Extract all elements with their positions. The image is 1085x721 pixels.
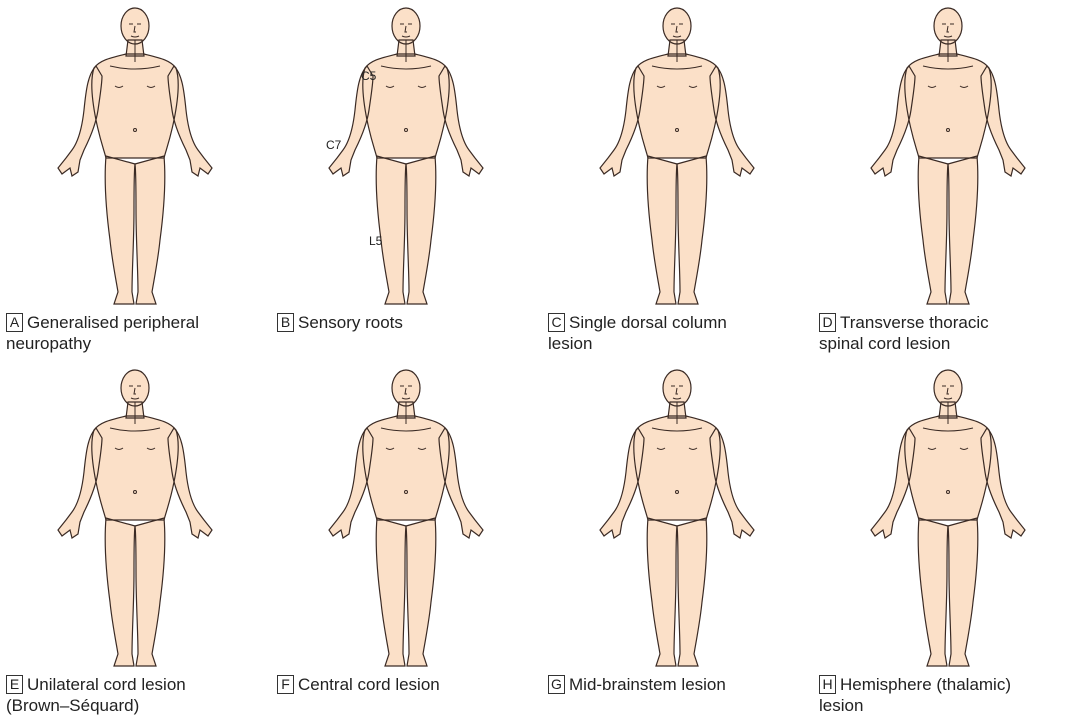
caption-letter-a: A (6, 313, 23, 332)
caption-letter-d: D (819, 313, 836, 332)
body-figure-e (0, 362, 271, 672)
body-figure-d (813, 0, 1084, 310)
caption-letter-h: H (819, 675, 836, 694)
body-figure-f (271, 362, 542, 672)
caption-line1-f: Central cord lesion (298, 675, 440, 694)
caption-letter-e: E (6, 675, 23, 694)
caption-line1-g: Mid-brainstem lesion (569, 675, 726, 694)
body-figure-a (0, 0, 271, 310)
caption-line1-d: Transverse thoracic (840, 313, 989, 332)
root-label-c5: C5 (361, 69, 377, 83)
caption-letter-g: G (548, 675, 565, 694)
root-label-l5: L5 (369, 234, 383, 248)
caption-letter-f: F (277, 675, 294, 694)
body-figure-h (813, 362, 1084, 672)
caption-line1-b: Sensory roots (298, 313, 403, 332)
body-figure-c (542, 0, 813, 310)
body-figure-g (542, 362, 813, 672)
caption-line2-h: lesion (819, 695, 1011, 716)
caption-line2-d: spinal cord lesion (819, 333, 989, 354)
caption-line1-c: Single dorsal column (569, 313, 727, 332)
caption-line2-e: (Brown–Séquard) (6, 695, 186, 716)
caption-line1-e: Unilateral cord lesion (27, 675, 186, 694)
caption-line1-a: Generalised peripheral (27, 313, 199, 332)
caption-letter-c: C (548, 313, 565, 332)
caption-line2-a: neuropathy (6, 333, 199, 354)
caption-line2-c: lesion (548, 333, 727, 354)
caption-line1-h: Hemisphere (thalamic) (840, 675, 1011, 694)
root-label-c7: C7 (326, 138, 342, 152)
caption-letter-b: B (277, 313, 294, 332)
